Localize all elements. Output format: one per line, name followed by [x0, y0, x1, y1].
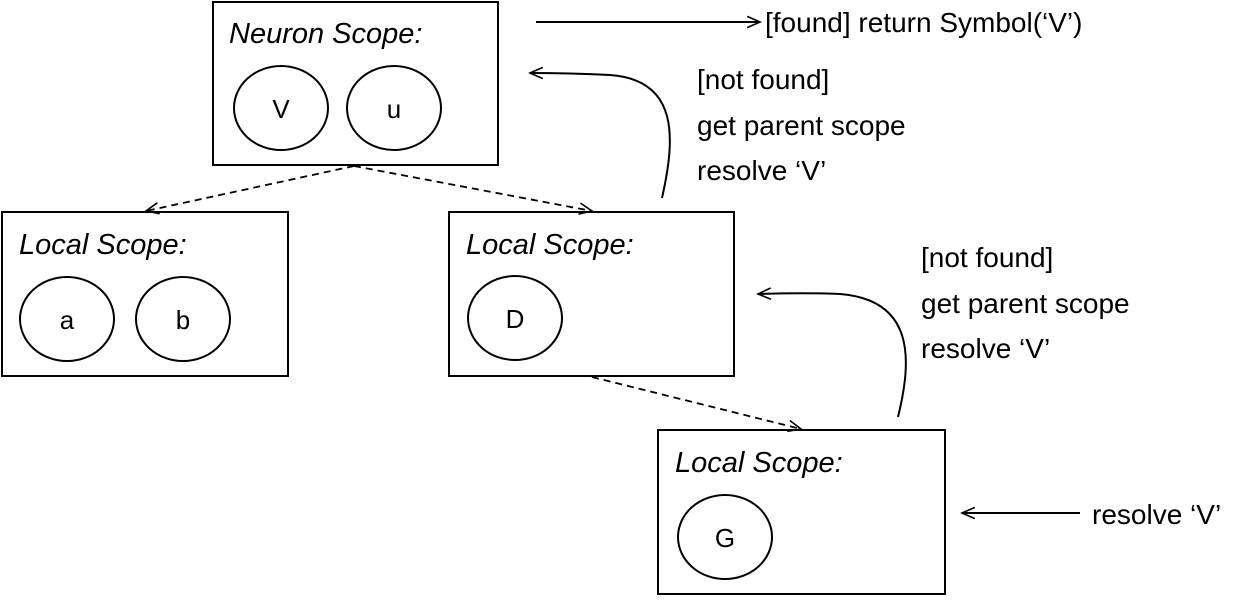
- found-note: [found] return Symbol(‘V’): [765, 7, 1082, 38]
- symbol-label-u: u: [387, 94, 401, 124]
- scope-box-local-bottom: Local Scope: G: [657, 429, 946, 595]
- not-found-lower-line-3: resolve ‘V’: [921, 333, 1050, 364]
- symbol-label-a: a: [60, 305, 75, 335]
- scope-title-local-middle: Local Scope:: [466, 229, 634, 261]
- scope-box-local-left: Local Scope: a b: [1, 211, 289, 377]
- scope-title-neuron: Neuron Scope:: [229, 18, 422, 50]
- scope-title-local-left: Local Scope:: [19, 229, 187, 261]
- symbol-label-g: G: [715, 523, 735, 553]
- resolve-entry-note: resolve ‘V’: [1092, 499, 1221, 530]
- child-link-middle-to-bottom: [591, 376, 801, 429]
- child-link-neuron-to-left: [146, 165, 355, 211]
- symbol-label-v: V: [272, 94, 290, 124]
- symbol-node-a: [19, 276, 115, 362]
- lookup-arrow-to-middle: [758, 293, 907, 418]
- symbol-label-b: b: [176, 305, 190, 335]
- lookup-arrow-to-neuron: [530, 73, 671, 199]
- not-found-upper-line-2: get parent scope: [697, 110, 906, 141]
- symbol-node-u: [346, 65, 442, 151]
- scope-box-neuron: Neuron Scope: V u: [212, 1, 499, 166]
- not-found-upper-line-3: resolve ‘V’: [697, 155, 826, 186]
- not-found-upper-line-1: [not found]: [697, 64, 829, 95]
- scope-title-local-bottom: Local Scope:: [675, 447, 843, 479]
- symbol-node-g: [677, 494, 773, 580]
- not-found-lower-line-2: get parent scope: [921, 288, 1130, 319]
- scope-box-local-middle: Local Scope: D: [448, 211, 735, 377]
- child-link-neuron-to-middle: [353, 165, 592, 211]
- symbol-node-v: [233, 65, 329, 151]
- symbol-node-b: [135, 276, 231, 362]
- symbol-node-d: [467, 275, 563, 361]
- not-found-lower-line-1: [not found]: [921, 242, 1053, 273]
- symbol-label-d: D: [506, 304, 525, 334]
- scope-frame-local-middle: [448, 211, 735, 377]
- scope-frame-local-bottom: [657, 429, 946, 595]
